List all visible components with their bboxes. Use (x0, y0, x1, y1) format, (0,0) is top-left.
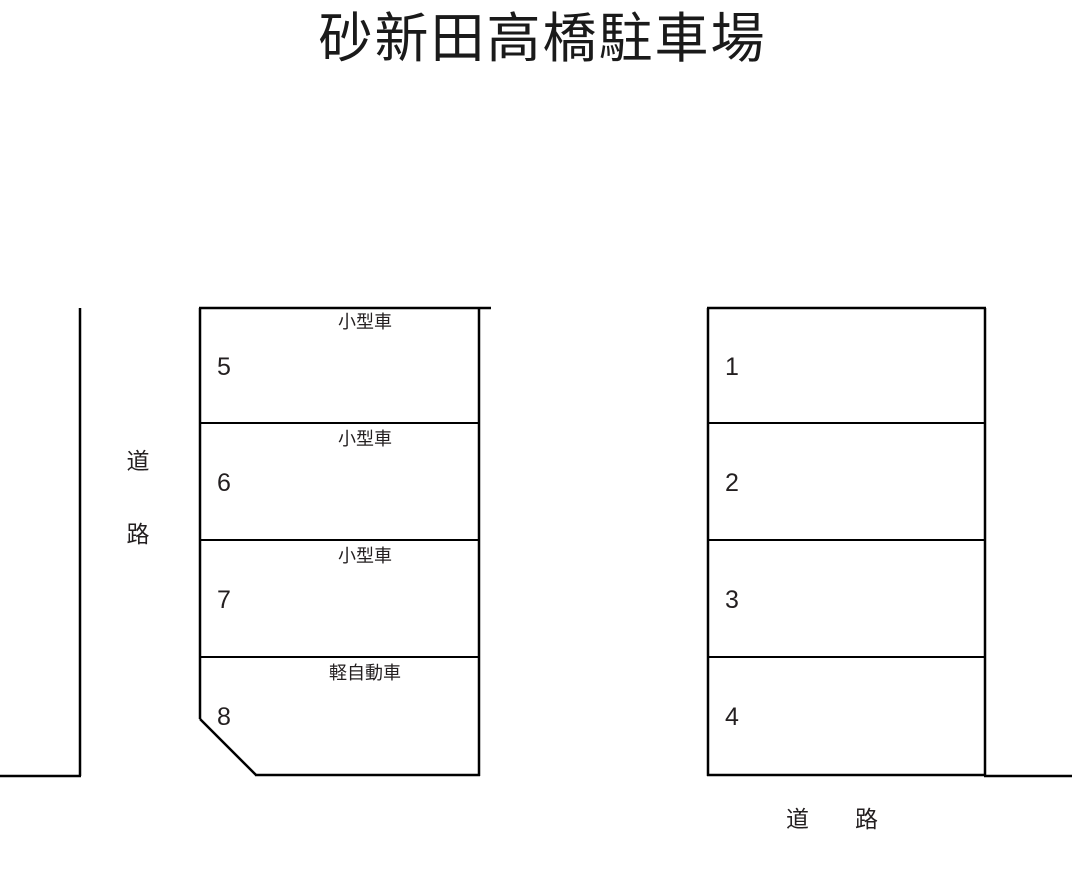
right-block-outline (706, 306, 987, 777)
stall-type-5: 小型車 (338, 312, 392, 332)
left-road-outline (0, 308, 82, 778)
stall-type-6: 小型車 (338, 429, 392, 449)
road-label-left-char-1: 道 (126, 448, 150, 474)
stall-number-3: 3 (725, 586, 739, 614)
road-label-left: 道 路 (120, 450, 156, 596)
road-label-bottom-char-1: 道 (786, 806, 809, 832)
page-title: 砂新田高橋駐車場 (318, 9, 767, 69)
left-block-stall-dividers (200, 422, 479, 658)
stall-number-8: 8 (217, 703, 231, 731)
stall-number-1: 1 (725, 353, 739, 381)
left-block-outline (198, 306, 491, 777)
stall-number-7: 7 (217, 586, 231, 614)
road-label-bottom: 道路 (786, 808, 878, 831)
stall-number-5: 5 (217, 353, 231, 381)
stall-number-6: 6 (217, 469, 231, 497)
road-label-left-char-2: 路 (126, 521, 150, 547)
stall-number-4: 4 (725, 703, 739, 731)
stall-type-7: 小型車 (338, 546, 392, 566)
right-block-stall-dividers (708, 422, 985, 658)
road-label-bottom-char-2: 路 (855, 806, 878, 832)
stall-type-8: 軽自動車 (329, 663, 401, 683)
stall-number-2: 2 (725, 469, 739, 497)
